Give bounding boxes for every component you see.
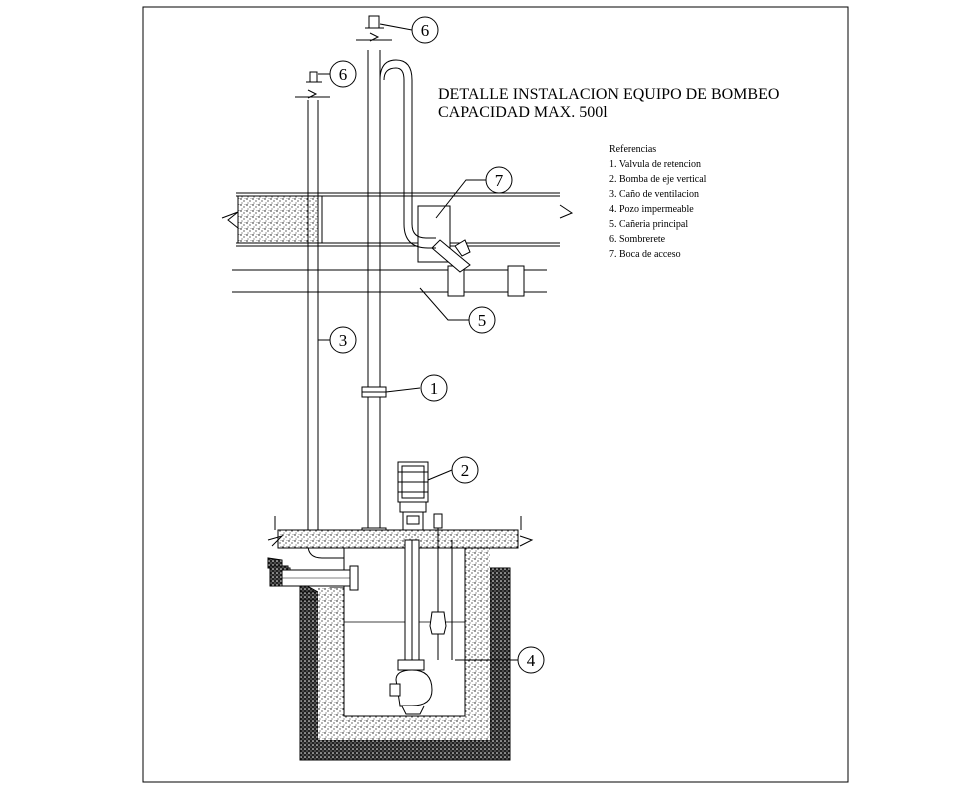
reference-item: 7. Boca de acceso [609, 249, 681, 260]
callout-4: 4 [517, 646, 545, 674]
reference-item: 6. Sombrerete [609, 234, 666, 245]
callout-3: 3 [329, 326, 357, 354]
callout-2: 2 [451, 456, 479, 484]
reference-item: 4. Pozo impermeable [609, 204, 694, 215]
references-legend: Referencias 1. Valvula de retencion 2. B… [609, 144, 707, 260]
title-line-2: CAPACIDAD MAX. 500l [438, 104, 608, 121]
main-pipe [232, 265, 547, 297]
reference-item: 1. Valvula de retencion [609, 159, 701, 170]
access-box [417, 205, 471, 273]
title-line-1: DETALLE INSTALACION EQUIPO DE BOMBEO [438, 86, 779, 103]
reference-item: 5. Cañeria principal [609, 219, 688, 230]
leader-lines [318, 23, 518, 661]
callout-1: 1 [420, 374, 448, 402]
svg-text:1: 1 [430, 379, 439, 398]
upper-slab [221, 192, 574, 247]
reference-item: 2. Bomba de eje vertical [609, 174, 707, 185]
references-heading: Referencias [609, 144, 656, 155]
vent-pipe [295, 71, 355, 559]
svg-text:3: 3 [339, 331, 348, 350]
callout-7: 7 [485, 166, 513, 194]
pit [267, 516, 534, 761]
callout-6-top: 6 [411, 16, 439, 44]
sheet-border [142, 6, 849, 783]
reference-item: 3. Caño de ventilacion [609, 189, 699, 200]
svg-text:6: 6 [339, 65, 348, 84]
svg-text:6: 6 [421, 21, 430, 40]
svg-text:2: 2 [461, 461, 470, 480]
callout-5: 5 [468, 306, 496, 334]
svg-text:7: 7 [495, 171, 504, 190]
callout-6-vent: 6 [329, 60, 357, 88]
pump [389, 461, 453, 715]
svg-text:5: 5 [478, 311, 487, 330]
svg-text:4: 4 [527, 651, 536, 670]
